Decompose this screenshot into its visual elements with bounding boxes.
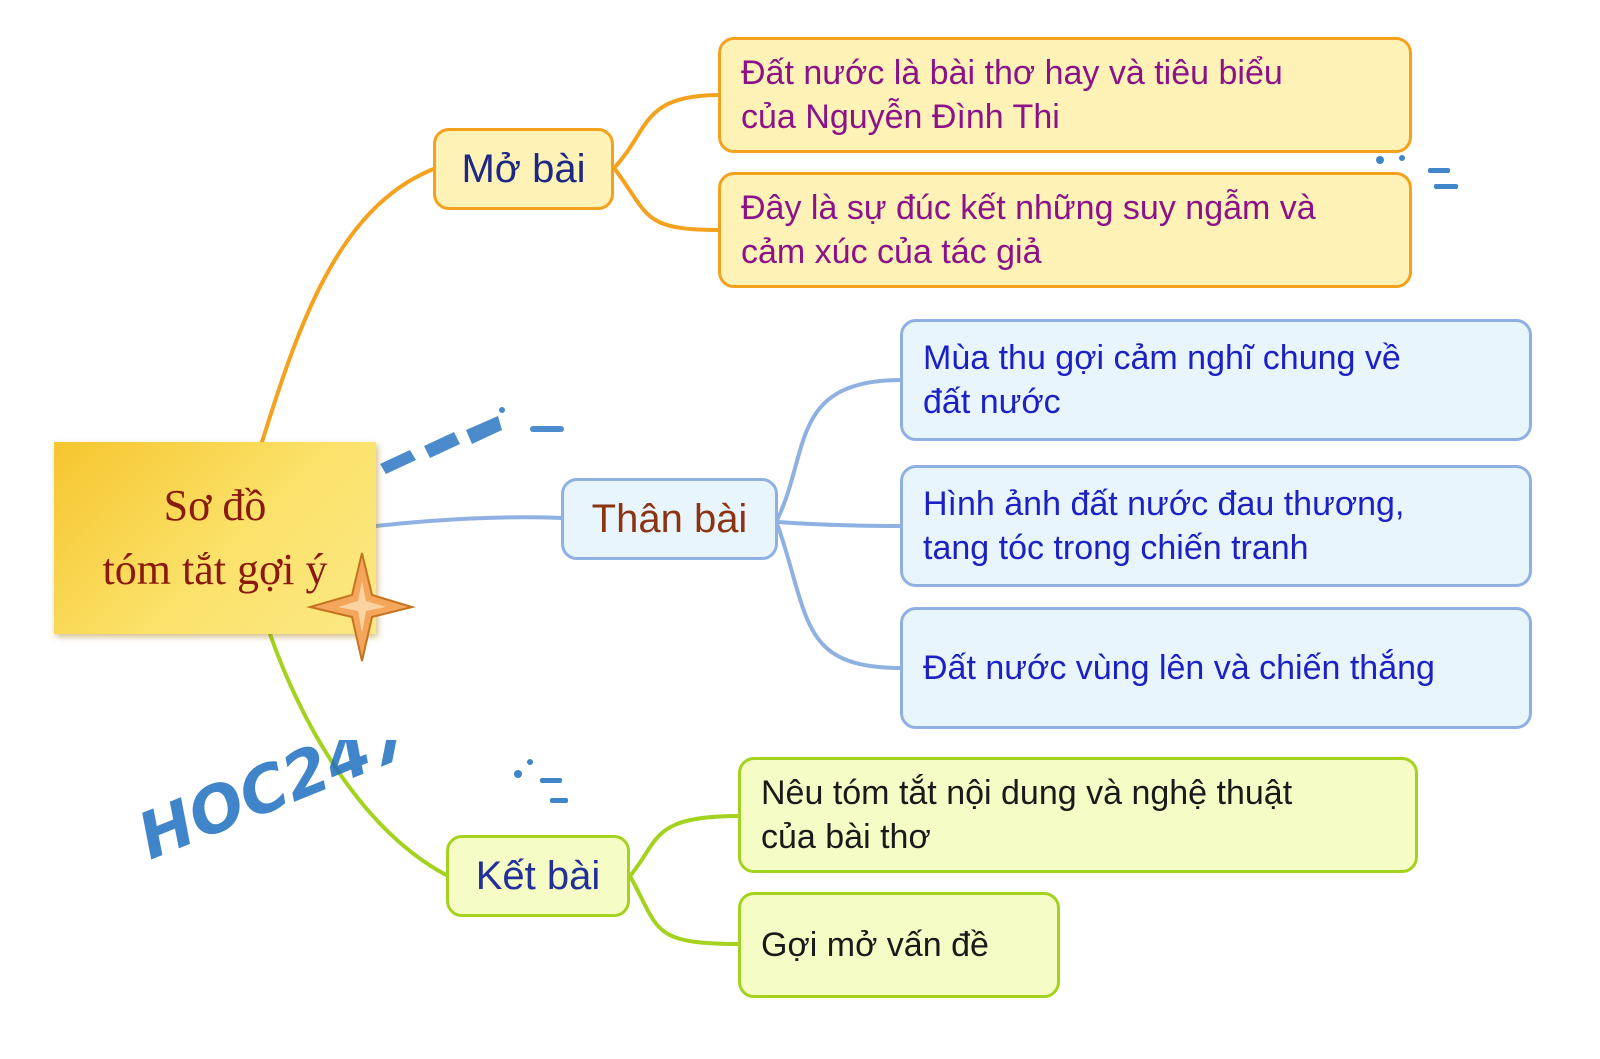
- connector-mo-bai-2: [612, 166, 722, 232]
- leaf-text-line-1: Hình ảnh đất nước đau thương,: [923, 484, 1405, 523]
- branch-mo-bai[interactable]: Mở bài: [433, 128, 614, 210]
- leaf-ket-bai-1[interactable]: Nêu tóm tắt nội dung và nghệ thuật của b…: [738, 757, 1418, 873]
- connector-than-bai-1: [776, 378, 904, 520]
- leaf-text-line-1: Đất nước vùng lên và chiến thắng: [923, 648, 1435, 687]
- watermark-text: HOC247: [128, 740, 424, 875]
- connector-ket-bai-1: [628, 814, 742, 878]
- branch-ket-bai[interactable]: Kết bài: [446, 835, 630, 917]
- leaf-text-line-1: Gợi mở vấn đề: [761, 925, 989, 964]
- connector-root-than-bai: [374, 515, 565, 528]
- leaf-text-line-2: của bài thơ: [761, 818, 931, 856]
- leaf-than-bai-2[interactable]: Hình ảnh đất nước đau thương, tang tóc t…: [900, 465, 1532, 587]
- leaf-text-line-1: Đây là sự đúc kết những suy ngẫm và: [741, 188, 1316, 227]
- leaf-ket-bai-2[interactable]: Gợi mở vấn đề: [738, 892, 1060, 998]
- branch-than-bai-label: Thân bài: [591, 497, 748, 541]
- leaf-mo-bai-1[interactable]: Đất nước là bài thơ hay và tiêu biểu của…: [718, 37, 1412, 153]
- leaf-text-line-2: của Nguyễn Đình Thi: [741, 98, 1060, 136]
- leaf-text-line-2: tang tóc trong chiến tranh: [923, 529, 1309, 567]
- leaf-than-bai-3[interactable]: Đất nước vùng lên và chiến thắng: [900, 607, 1532, 729]
- connector-ket-bai-2: [628, 874, 742, 946]
- root-node[interactable]: Sơ đồ tóm tắt gợi ý: [54, 442, 376, 634]
- branch-ket-bai-label: Kết bài: [475, 854, 601, 898]
- connector-mo-bai-1: [612, 93, 722, 170]
- connector-root-mo-bai: [260, 166, 438, 444]
- root-title-line-2: tóm tắt gợi ý: [102, 545, 328, 594]
- leaf-text-line-1: Đất nước là bài thơ hay và tiêu biểu: [741, 53, 1283, 92]
- branch-mo-bai-label: Mở bài: [461, 147, 586, 191]
- root-title-line-1: Sơ đồ: [163, 481, 267, 531]
- leaf-than-bai-1[interactable]: Mùa thu gợi cảm nghĩ chung về đất nước: [900, 319, 1532, 441]
- leaf-text-line-1: Mùa thu gợi cảm nghĩ chung về: [923, 338, 1401, 377]
- leaf-mo-bai-2[interactable]: Đây là sự đúc kết những suy ngẫm và cảm …: [718, 172, 1412, 288]
- leaf-text-line-2: cảm xúc của tác giả: [741, 233, 1042, 271]
- branch-than-bai[interactable]: Thân bài: [561, 478, 778, 560]
- connector-than-bai-3: [776, 524, 904, 670]
- connector-than-bai-2: [776, 520, 904, 528]
- connector-root-ket-bai: [268, 632, 450, 878]
- watermark-logo-bottom: HOC247: [128, 740, 568, 875]
- leaf-text-line-2: đất nước: [923, 383, 1061, 421]
- sparkle-star-icon: [306, 552, 416, 662]
- watermark-logo-top: [1376, 155, 1458, 189]
- watermark-logo-middle: [380, 407, 564, 474]
- leaf-text-line-1: Nêu tóm tắt nội dung và nghệ thuật: [761, 773, 1293, 812]
